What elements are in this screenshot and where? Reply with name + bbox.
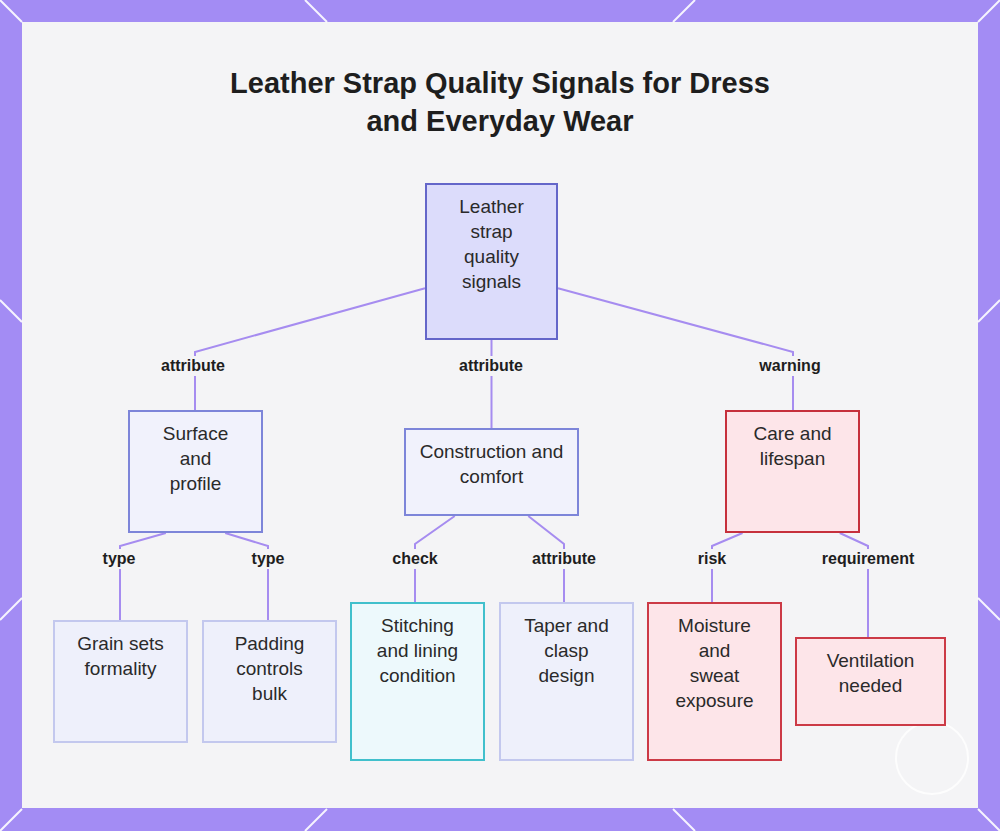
node-text: Moisture and sweat exposure bbox=[672, 613, 758, 713]
frame-line bbox=[0, 809, 22, 831]
node-text: Grain sets formality bbox=[65, 631, 177, 681]
connector bbox=[558, 288, 793, 410]
concept-box: Ventilation needed bbox=[795, 637, 946, 726]
concept-box: Taper and clasp design bbox=[499, 602, 634, 761]
frame-line bbox=[0, 598, 22, 620]
frame-line bbox=[0, 300, 22, 322]
frame-line bbox=[978, 0, 1000, 22]
node-text: Taper and clasp design bbox=[516, 613, 618, 688]
frame-line bbox=[673, 0, 695, 22]
connector bbox=[120, 533, 166, 620]
frame-line bbox=[305, 0, 327, 22]
node-text: Leather strap quality signals bbox=[451, 194, 533, 294]
concept-box: Padding controls bulk bbox=[202, 620, 337, 743]
node-text: Construction and comfort bbox=[411, 439, 573, 489]
edge-label: requirement bbox=[819, 549, 917, 569]
node-text: Surface and profile bbox=[155, 421, 237, 496]
node-text: Padding controls bulk bbox=[228, 631, 312, 706]
diagram-title: Leather Strap Quality Signals for Dress … bbox=[220, 64, 780, 140]
concept-box: Construction and comfort bbox=[404, 428, 579, 516]
frame-line bbox=[978, 809, 1000, 831]
concept-box: Care and lifespan bbox=[725, 410, 860, 533]
frame-line bbox=[978, 300, 1000, 322]
node-text: Ventilation needed bbox=[815, 648, 927, 698]
connector bbox=[491, 340, 493, 428]
concept-box: Leather strap quality signals bbox=[425, 183, 558, 340]
frame-line bbox=[305, 809, 327, 831]
edge-label: type bbox=[249, 549, 288, 569]
edge-label: type bbox=[100, 549, 139, 569]
edge-label: check bbox=[389, 549, 440, 569]
node-text: Stitching and lining condition bbox=[367, 613, 469, 688]
edge-label: attribute bbox=[158, 356, 228, 376]
concept-box: Stitching and lining condition bbox=[350, 602, 485, 761]
frame-line bbox=[673, 809, 695, 831]
connector bbox=[225, 533, 268, 620]
frame-line bbox=[0, 0, 22, 22]
frame-line bbox=[978, 598, 1000, 620]
connector bbox=[195, 288, 425, 410]
edge-label: attribute bbox=[529, 549, 599, 569]
logo-mark bbox=[896, 722, 968, 794]
concept-box: Grain sets formality bbox=[53, 620, 188, 743]
concept-box: Moisture and sweat exposure bbox=[647, 602, 782, 761]
node-text: Care and lifespan bbox=[743, 421, 843, 471]
edge-label: risk bbox=[695, 549, 729, 569]
concept-box: Surface and profile bbox=[128, 410, 263, 533]
edge-label: warning bbox=[756, 356, 823, 376]
edge-label: attribute bbox=[456, 356, 526, 376]
